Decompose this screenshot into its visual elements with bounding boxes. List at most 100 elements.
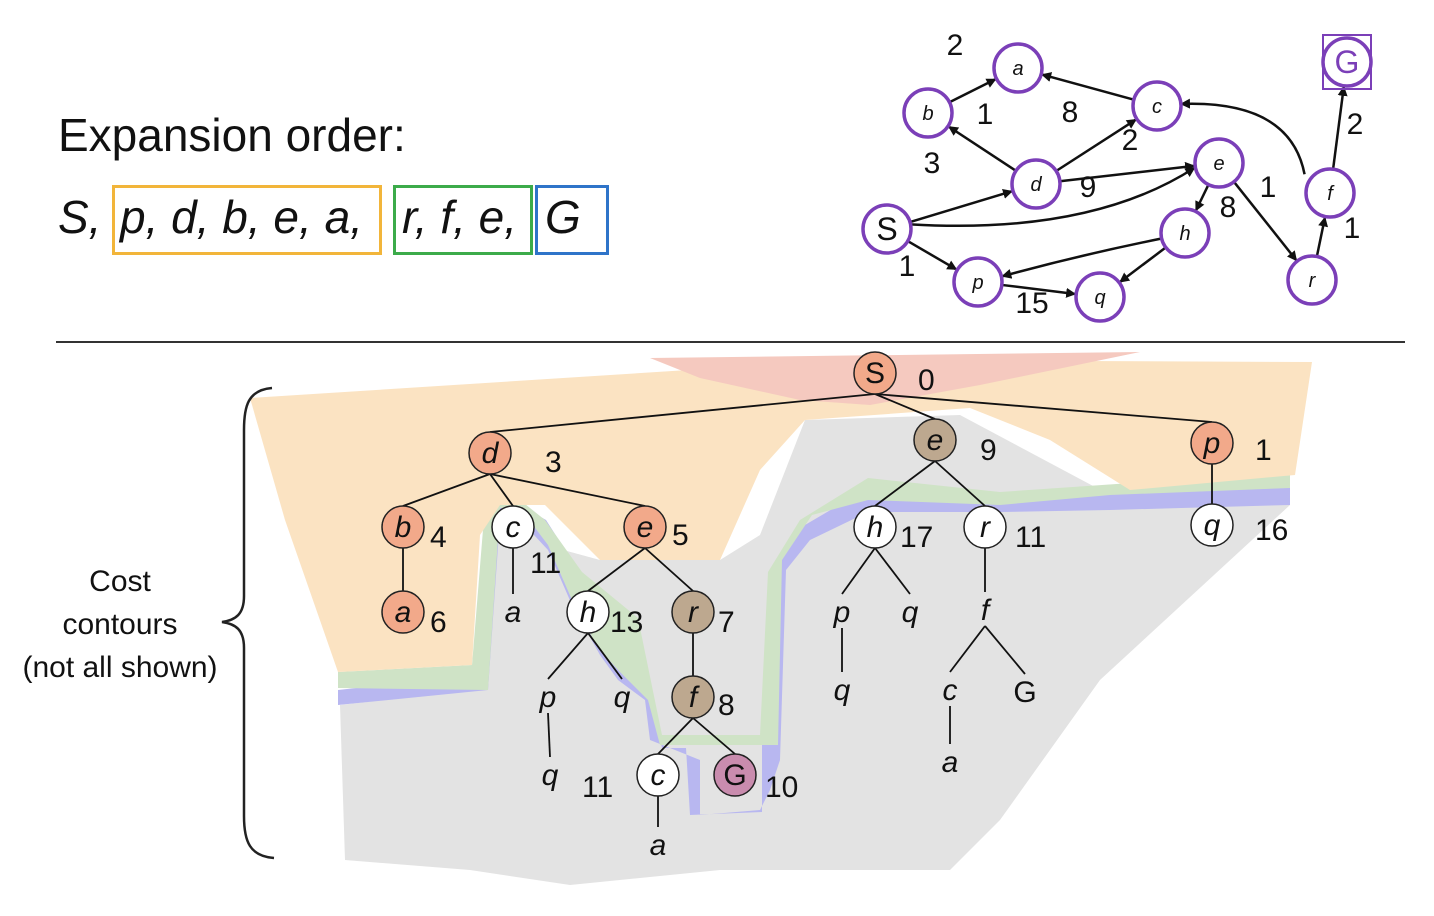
tree-node-label-t_c4: c	[943, 674, 958, 707]
tree-node-label-t_G: G	[723, 759, 746, 792]
tree-edge-t_h17-t_q4	[874, 547, 911, 595]
expansion-group-3-box	[535, 185, 609, 255]
tree-node-t_q5: q	[834, 674, 851, 707]
tree-edge-t_e9-t_r11	[934, 460, 986, 507]
section-divider	[56, 341, 1405, 343]
expansion-group-2-box	[393, 185, 533, 255]
tree-cost-t_r7: 7	[718, 606, 735, 639]
cost-label-line-3: (not all shown)	[22, 651, 218, 684]
tree-edge-t_f-t_c3	[657, 717, 694, 755]
graph-edge-e-h	[1194, 184, 1210, 212]
tree-node-t_f4: f	[981, 594, 992, 627]
tree-edge-t_e5-t_h13	[587, 547, 646, 592]
tree-node-t_c11: c 11	[491, 505, 561, 580]
graph-edge-d-c	[1055, 118, 1137, 173]
tree-node-label-t_h17: h	[867, 511, 884, 544]
tree-cost-t_d: 3	[545, 446, 562, 479]
tree-node-t_a3: a	[650, 829, 667, 862]
tree-node-t_G4: G	[1013, 676, 1036, 709]
tree-node-t_h13: h 13	[566, 590, 643, 639]
cost-label-line-2: contours	[62, 608, 178, 641]
graph-node-S: S	[861, 203, 913, 255]
tree-edge-t_S-t_p	[874, 393, 1213, 423]
tree-node-t_p2: p	[539, 681, 557, 714]
tree-edge-t_h13-t_p2	[547, 632, 589, 680]
tree-node-label-t_c11: c	[506, 511, 521, 544]
tree-node-label-t_q2: q	[614, 681, 631, 714]
tree-node-label-t_q4: q	[902, 596, 919, 629]
graph-node-f: f	[1304, 167, 1356, 219]
tree-node-label-t_q3: q	[542, 759, 559, 792]
tree-cost-t_e9: 9	[980, 434, 997, 467]
graph-node-c: c	[1131, 80, 1183, 132]
tree-cost-t_q16: 16	[1255, 514, 1288, 547]
tree-cost-t_S: 0	[918, 364, 935, 397]
tree-cost-t_f: 8	[718, 689, 735, 722]
tree-edge-t_h13-t_q2	[587, 632, 623, 680]
graph-weight-p-q: 15	[1015, 287, 1048, 320]
tree-cost-t_h13: 13	[610, 606, 643, 639]
contour-orange-region	[250, 360, 1312, 672]
graph-node-r: r	[1286, 254, 1338, 306]
tree-node-label-t_e9: e	[927, 424, 944, 457]
tree-cost-t_r11: 11	[1015, 521, 1046, 554]
graph-edge-h-q	[1119, 246, 1167, 283]
graph-weight-e-h: 8	[1220, 191, 1237, 224]
graph-node-label-d: d	[1030, 174, 1042, 196]
graph-node-label-S: S	[876, 211, 897, 247]
tree-node-label-t_e5: e	[637, 511, 654, 544]
graph-node-label-h: h	[1179, 223, 1190, 245]
graph-edge-c-a	[1041, 72, 1135, 101]
tree-cost-t_e5: 5	[672, 519, 689, 552]
graph-edge-d-b	[948, 125, 1017, 172]
tree-edge-t_p2-t_q3	[547, 712, 551, 758]
graph-node-label-c: c	[1152, 96, 1162, 118]
graph-node-h: h	[1159, 207, 1211, 259]
graph-node-G: G	[1321, 34, 1373, 90]
graph-edge-S-d	[909, 189, 1014, 224]
tree-node-t_q4: q	[902, 596, 919, 629]
tree-cost-t_p: 1	[1255, 434, 1272, 467]
graph-node-q: q	[1074, 271, 1126, 323]
tree-node-label-t_q16: q	[1204, 509, 1221, 542]
graph-weight-b-a: 2	[947, 29, 964, 62]
tree-node-label-t_f: f	[689, 681, 700, 714]
graph-weight-S-d: 3	[924, 147, 941, 180]
graph-edge-f-G	[1331, 85, 1348, 170]
graph-edge-h-p	[1001, 237, 1162, 279]
tree-node-label-t_h13: h	[580, 596, 597, 629]
tree-node-label-t_a4: a	[942, 746, 959, 779]
graph-weight-r-f: 1	[1344, 212, 1361, 245]
tree-node-t_c4: c	[943, 674, 958, 707]
graph-node-label-a: a	[1012, 58, 1023, 80]
graph-node-label-G: G	[1335, 44, 1360, 80]
cost-contours-brace	[221, 386, 275, 860]
tree-node-label-t_q5: q	[834, 674, 851, 707]
expansion-order-title: Expansion order:	[58, 109, 406, 161]
tree-cost-t_c11: 11	[530, 547, 561, 580]
expansion-group-3: G	[545, 191, 581, 243]
graph-node-label-f: f	[1327, 183, 1335, 205]
tree-node-label-t_a1: a	[505, 596, 522, 629]
tree-node-t_q3: q 11	[542, 759, 614, 804]
graph-edge-r-f	[1315, 216, 1329, 257]
tree-edge-t_S-t_d	[489, 393, 876, 433]
graph-node-label-b: b	[922, 103, 933, 125]
tree-node-label-t_f4: f	[981, 594, 992, 627]
graph-edge-S-p	[907, 239, 958, 271]
graph-edge-S-e	[910, 166, 1196, 227]
tree-edge-t_S-t_e9	[874, 393, 936, 420]
graph-node-label-p: p	[971, 272, 983, 294]
tree-cost-t_q3: 11	[582, 771, 613, 804]
tree-edge-t_e5-t_r7	[644, 547, 694, 592]
